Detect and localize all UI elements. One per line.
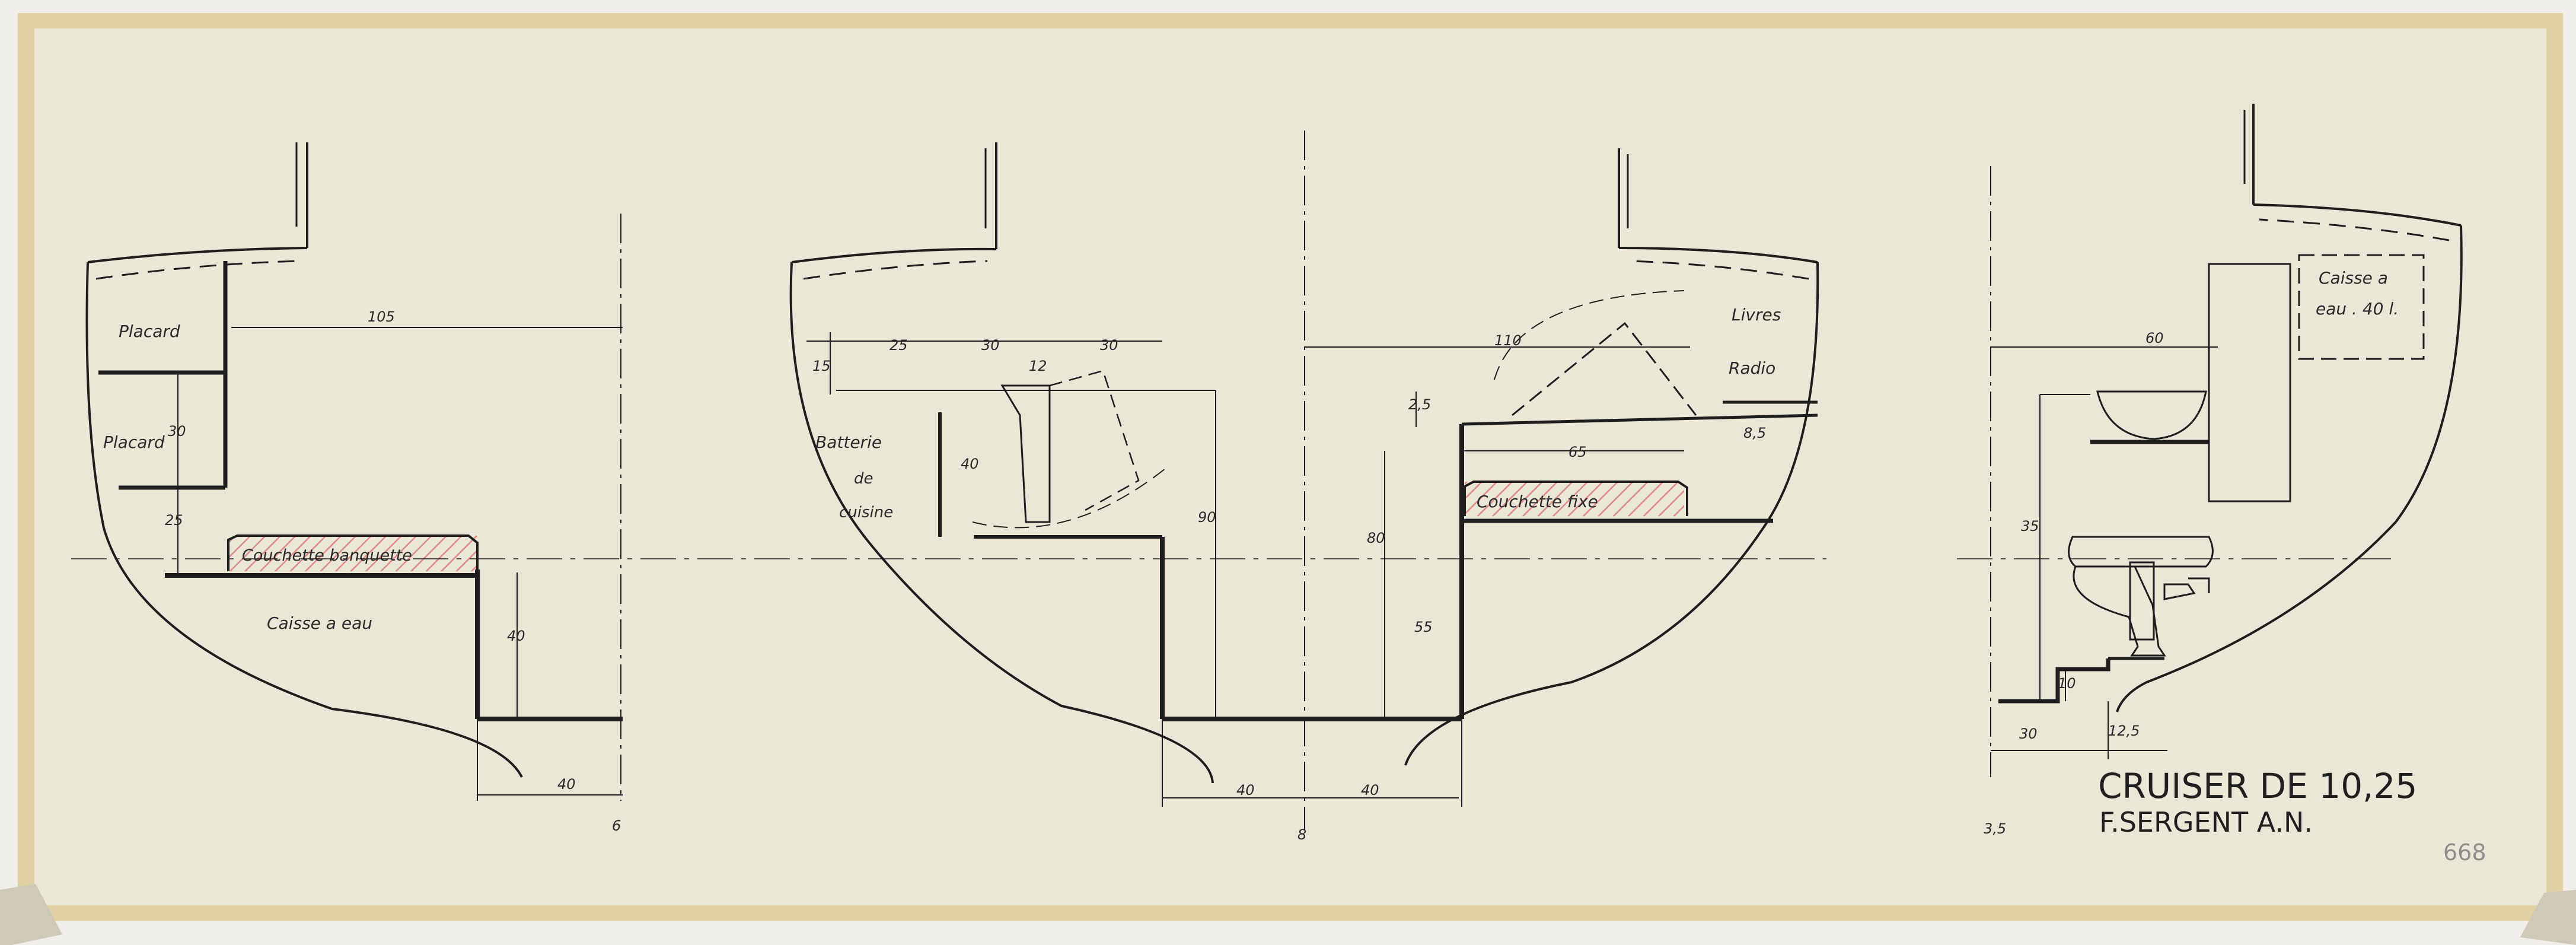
toilet-seat (2068, 536, 2214, 568)
cabinet (2208, 263, 2291, 502)
dim-110: 110 (1494, 332, 1522, 349)
dim-30: 30 (2019, 726, 2038, 742)
paper (34, 28, 2546, 905)
title-line-1: CRUISER DE 10,25 (2098, 766, 2417, 806)
dim-25: 25 (890, 337, 908, 354)
label-radio: Radio (1729, 358, 1775, 378)
dim-40: 40 (961, 456, 979, 472)
dim-2-5: 2,5 (1408, 396, 1431, 413)
dim-12: 12 (1029, 358, 1047, 374)
label-placard-2: Placard (103, 432, 165, 452)
label-couchette-banquette: Couchette banquette (242, 546, 412, 565)
dim-30: 30 (168, 423, 186, 440)
corner-tape-right (2520, 890, 2576, 945)
corner-tape-left (0, 884, 62, 945)
hull-outline-left (789, 262, 1214, 784)
label-placard-1: Placard (119, 322, 180, 341)
dim-40-vertical: 40 (507, 628, 525, 644)
label-caisse-a: Caisse a (2319, 268, 2388, 288)
label-eau-40l: eau . 40 l. (2316, 299, 2399, 319)
dim-80: 80 (1367, 530, 1385, 546)
deck-line (87, 247, 308, 263)
dim-15: 15 (812, 358, 831, 374)
toilet-bowl (2073, 566, 2166, 657)
section-6-labels: Placard Placard Couchette banquette Cais… (103, 308, 621, 834)
label-couchette-fixe: Couchette fixe (1477, 492, 1598, 511)
label-cuisine: cuisine (839, 504, 893, 521)
hull-outline (2116, 225, 2463, 712)
wash-basin (2096, 390, 2207, 440)
sheet-number: 668 (2443, 839, 2486, 866)
section-label-3-5: 3,5 (1984, 820, 2006, 837)
dim-105: 105 (368, 308, 395, 325)
dim-90: 90 (1198, 509, 1216, 526)
dim-40-right: 40 (1361, 782, 1379, 798)
hull-outline (85, 262, 523, 778)
hull-outline-right (1404, 262, 1819, 766)
dim-12-5: 12,5 (2108, 723, 2140, 739)
dim-60: 60 (2145, 330, 2164, 346)
dim-35: 35 (2021, 518, 2039, 534)
berth-hatch (1465, 482, 1684, 516)
section-3-5-labels: Caisse a eau . 40 l. 60 35 10 30 12,5 3,… (1984, 268, 2399, 837)
title-block: CRUISER DE 10,25 F.SERGENT A.N. 668 (2098, 766, 2486, 866)
dim-30-b: 30 (1100, 337, 1118, 354)
deck-dashed (95, 260, 300, 280)
section-label-6: 6 (612, 817, 621, 834)
section-3-5-drawing (1990, 104, 2463, 777)
dim-40-horizontal: 40 (557, 776, 576, 793)
section-6-drawing (85, 142, 623, 801)
label-caisse-a-eau: Caisse a eau (267, 613, 372, 633)
label-livres: Livres (1732, 305, 1781, 324)
stove (1000, 384, 1051, 523)
berth-hatch (228, 536, 477, 571)
dim-65: 65 (1568, 444, 1587, 460)
label-de: de (854, 470, 873, 488)
title-line-2: F.SERGENT A.N. (2099, 806, 2313, 838)
dim-30-a: 30 (981, 337, 1000, 354)
section-label-8: 8 (1297, 826, 1306, 843)
label-batterie: Batterie (815, 432, 882, 452)
section-8-labels: Batterie de cuisine Livres Radio Couchet… (812, 305, 1781, 843)
dim-40-left: 40 (1236, 782, 1255, 798)
section-8-drawing (789, 131, 1819, 831)
dim-10: 10 (2058, 675, 2076, 692)
dim-25: 25 (165, 512, 183, 529)
dim-8-5: 8,5 (1743, 425, 1766, 441)
dim-55: 55 (1414, 619, 1433, 635)
